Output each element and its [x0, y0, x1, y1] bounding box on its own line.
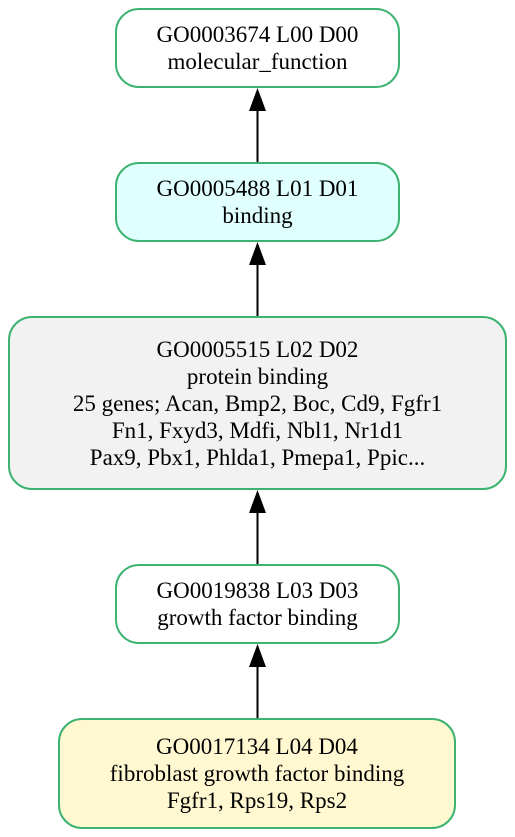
arrowhead-icon [249, 644, 266, 667]
node-go0017134[interactable]: GO0017134 L04 D04 fibroblast growth fact… [58, 718, 456, 829]
node-genes-line: Fgfr1, Rps19, Rps2 [166, 788, 348, 813]
node-term-label: molecular_function [167, 49, 348, 74]
node-term-label: binding [222, 203, 293, 228]
edge-go0005488-to-go0003674 [249, 88, 266, 162]
node-id-label: GO0019838 L03 D03 [156, 578, 359, 603]
node-term-label: growth factor binding [157, 605, 358, 630]
node-id-label: GO0003674 L00 D00 [156, 22, 359, 47]
node-go0005515[interactable]: GO0005515 L02 D02 protein binding 25 gen… [8, 316, 507, 490]
node-go0019838[interactable]: GO0019838 L03 D03 growth factor binding [115, 564, 400, 644]
node-genes-line: Fn1, Fxyd3, Mdfi, Nbl1, Nr1d1 [111, 417, 404, 443]
node-go0003674[interactable]: GO0003674 L00 D00 molecular_function [115, 8, 400, 88]
node-go0005488[interactable]: GO0005488 L01 D01 binding [115, 162, 400, 242]
edge-go0019838-to-go0005515 [249, 490, 266, 564]
node-id-label: GO0005488 L01 D01 [156, 176, 359, 201]
node-id-label: GO0017134 L04 D04 [156, 734, 358, 759]
node-term-label: fibroblast growth factor binding [109, 761, 405, 786]
node-genes-line: 25 genes; Acan, Bmp2, Boc, Cd9, Fgfr1 [72, 390, 443, 416]
arrowhead-icon [249, 88, 266, 111]
arrowhead-icon [249, 490, 266, 513]
edge-go0005515-to-go0005488 [249, 242, 266, 316]
arrowhead-icon [249, 242, 266, 265]
edge-go0017134-to-go0019838 [249, 644, 266, 718]
node-term-label: protein binding [186, 363, 329, 389]
node-id-label: GO0005515 L02 D02 [156, 336, 359, 362]
node-genes-line: Pax9, Pbx1, Phlda1, Pmepa1, Ppic... [89, 444, 426, 470]
